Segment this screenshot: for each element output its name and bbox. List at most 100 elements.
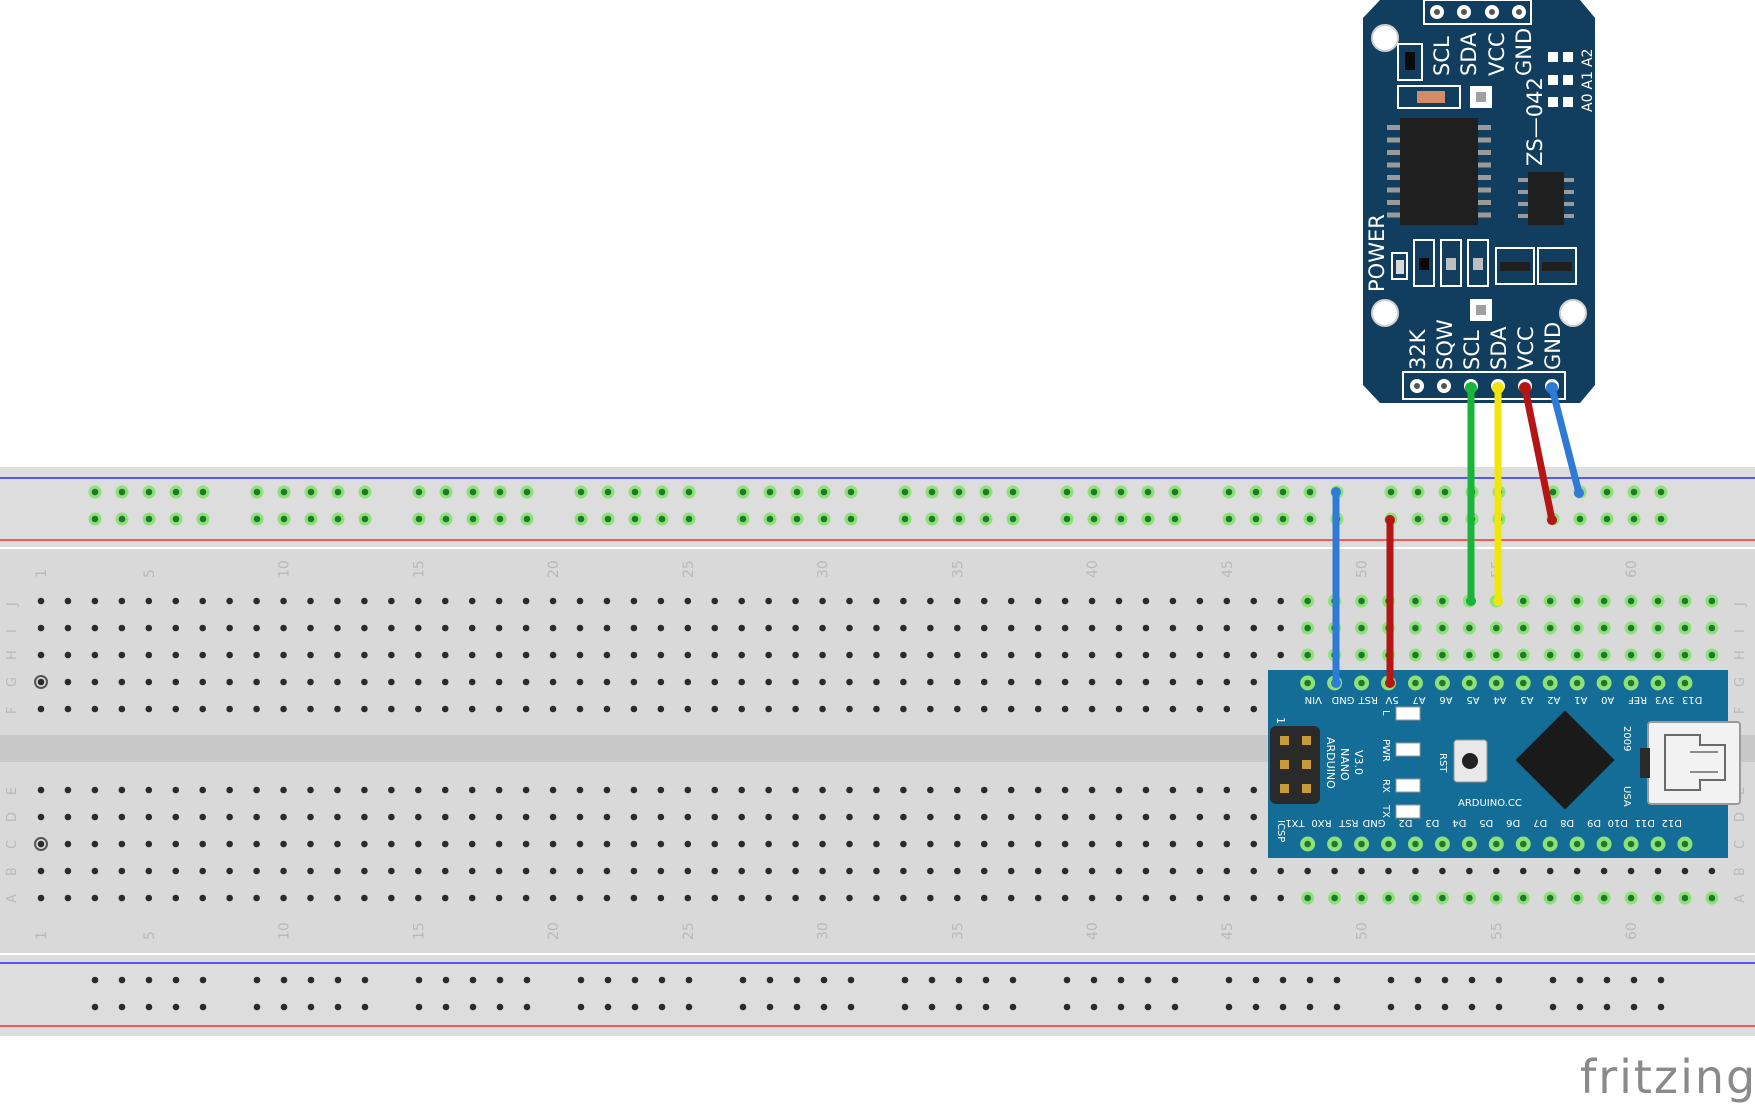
breadboard-hole bbox=[684, 651, 692, 659]
breadboard-hole bbox=[1546, 867, 1554, 875]
rail-hole bbox=[1576, 515, 1584, 523]
breadboard-hole bbox=[334, 624, 341, 632]
rtc-top-pin-hole bbox=[1516, 9, 1522, 15]
rail-hole bbox=[1414, 976, 1422, 984]
rail-hole bbox=[1657, 488, 1665, 496]
rail-hole bbox=[1630, 1003, 1638, 1011]
breadboard-hole bbox=[172, 894, 180, 902]
breadboard-hole bbox=[1493, 867, 1500, 875]
rail-hole bbox=[118, 515, 126, 523]
rail-hole bbox=[1009, 976, 1017, 984]
rail-hole bbox=[604, 1003, 612, 1011]
rtc-bottom-pin-label: GND bbox=[1541, 322, 1565, 370]
breadboard-hole bbox=[172, 597, 180, 605]
rail-hole bbox=[1144, 515, 1152, 523]
breadboard-hole bbox=[1573, 624, 1581, 632]
rail-hole bbox=[928, 515, 936, 523]
breadboard-hole bbox=[1519, 651, 1527, 659]
breadboard-hole bbox=[576, 813, 584, 821]
nano-bottom-pin-label: RX0 bbox=[1311, 817, 1331, 828]
breadboard-hole bbox=[253, 705, 260, 713]
breadboard-hole bbox=[792, 840, 799, 848]
reset-button-cap[interactable] bbox=[1462, 753, 1478, 769]
rtc-top-pin-label: GND bbox=[1512, 28, 1536, 76]
led-pwr-label: PWR bbox=[1380, 739, 1391, 762]
breadboard-hole bbox=[980, 786, 988, 794]
breadboard-hole bbox=[1007, 840, 1015, 848]
breadboard-hole bbox=[37, 597, 45, 605]
breadboard-hole bbox=[1573, 867, 1581, 875]
breadboard-hole bbox=[819, 894, 826, 902]
row-letter: H bbox=[5, 650, 20, 660]
breadboard-hole bbox=[1385, 867, 1392, 875]
breadboard-hole bbox=[684, 813, 692, 821]
rail-hole bbox=[469, 515, 477, 523]
resistor-networks bbox=[1495, 247, 1577, 285]
breadboard-hole bbox=[1034, 840, 1042, 848]
breadboard-hole bbox=[576, 597, 584, 605]
rail-hole bbox=[1549, 1003, 1557, 1011]
breadboard-hole bbox=[415, 651, 422, 659]
breadboard-hole bbox=[1223, 894, 1231, 902]
column-number: 25 bbox=[681, 560, 697, 578]
breadboard-hole bbox=[1412, 867, 1419, 875]
breadboard-hole bbox=[145, 813, 153, 821]
breadboard-hole bbox=[630, 894, 638, 902]
breadboard-hole bbox=[1169, 894, 1177, 902]
rail-hole bbox=[1090, 515, 1098, 523]
rail-hole bbox=[766, 488, 774, 496]
breadboard-hole bbox=[846, 597, 853, 605]
breadboard-hole bbox=[1600, 624, 1608, 632]
breadboard-hole bbox=[388, 786, 395, 794]
icsp-header bbox=[1270, 726, 1320, 804]
rail-hole bbox=[1279, 976, 1287, 984]
led-pwr bbox=[1395, 742, 1421, 757]
breadboard-hole bbox=[415, 597, 422, 605]
nano-pin-hole bbox=[1493, 679, 1500, 687]
breadboard-hole bbox=[441, 786, 449, 794]
nano-pin-hole bbox=[1304, 840, 1311, 848]
breadboard-hole bbox=[522, 624, 530, 632]
breadboard-hole bbox=[1304, 624, 1311, 632]
breadboard-hole bbox=[603, 813, 611, 821]
breadboard-hole bbox=[1250, 597, 1258, 605]
breadboard-hole bbox=[1654, 624, 1662, 632]
breadboard-hole bbox=[253, 786, 260, 794]
rail-hole bbox=[1063, 515, 1071, 523]
breadboard-hole bbox=[657, 705, 665, 713]
breadboard-hole bbox=[738, 624, 745, 632]
breadboard-hole bbox=[468, 678, 476, 686]
rail-hole bbox=[1657, 515, 1665, 523]
breadboard-hole bbox=[576, 705, 584, 713]
breadboard-hole bbox=[1142, 894, 1150, 902]
breadboard-hole bbox=[1627, 597, 1635, 605]
breadboard-hole bbox=[792, 894, 799, 902]
rail-hole bbox=[1171, 515, 1179, 523]
breadboard-hole bbox=[900, 813, 907, 821]
breadboard-hole bbox=[1654, 597, 1662, 605]
breadboard-hole bbox=[1142, 786, 1150, 794]
rtc-bottom-pin-label: 32K bbox=[1406, 328, 1430, 370]
row-letter: A bbox=[1733, 894, 1748, 903]
breadboard-hole bbox=[1250, 840, 1258, 848]
rail-hole bbox=[793, 488, 801, 496]
nano-pin-hole bbox=[1304, 679, 1311, 687]
breadboard-hole bbox=[280, 867, 287, 875]
rail-hole bbox=[334, 515, 342, 523]
rail-hole bbox=[199, 488, 207, 496]
breadboard-hole bbox=[468, 705, 476, 713]
breadboard-hole bbox=[441, 624, 449, 632]
rail-hole bbox=[496, 976, 504, 984]
breadboard-hole bbox=[1088, 840, 1096, 848]
breadboard-hole bbox=[900, 840, 907, 848]
breadboard-hole bbox=[226, 894, 233, 902]
breadboard-hole bbox=[441, 678, 449, 686]
breadboard-hole bbox=[1115, 813, 1123, 821]
breadboard-hole bbox=[145, 840, 153, 848]
breadboard-hole bbox=[415, 786, 422, 794]
rail-hole bbox=[1333, 976, 1341, 984]
breadboard-hole bbox=[1088, 705, 1096, 713]
rail-hole bbox=[685, 515, 693, 523]
breadboard-hole bbox=[145, 867, 153, 875]
